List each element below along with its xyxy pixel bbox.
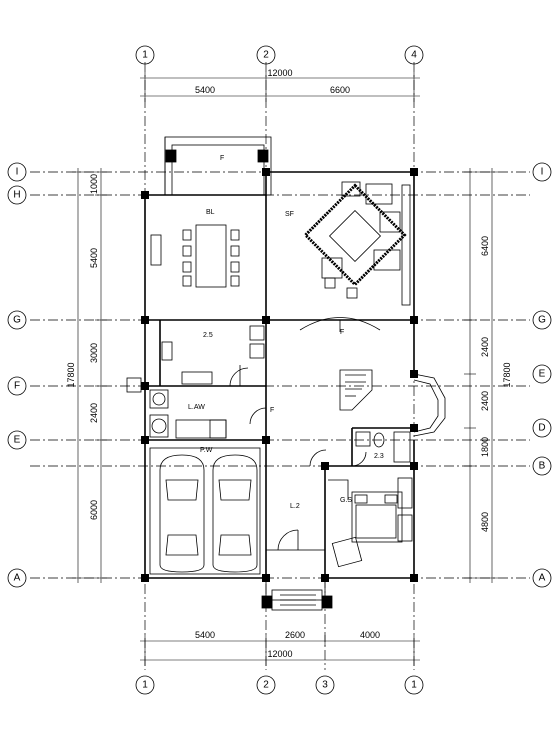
dimension-texts: 12000 5400 6600 5400 2600 4000 12000 100… <box>66 68 512 659</box>
axis-bottom-1: 1 <box>142 680 148 691</box>
bedroom-furniture <box>328 477 413 568</box>
room-dining: BL <box>206 209 215 216</box>
axis-left-e: E <box>14 435 21 446</box>
grid-lines <box>30 62 530 670</box>
room-laundry: L.AW <box>188 404 205 411</box>
axis-top-4: 4 <box>411 50 417 61</box>
laundry-fixtures <box>126 377 227 439</box>
axis-left-h: H <box>13 190 20 201</box>
dim-left-seg-1: 1000 <box>89 174 99 194</box>
room-labels: F BL SF 2.5 L.AW P.W F F 2.3 L.2 G.S <box>188 155 384 510</box>
room-kitchen: 2.5 <box>203 332 213 339</box>
axis-right-b: B <box>539 461 546 472</box>
bay-window <box>413 373 446 437</box>
axis-left-g: G <box>13 315 21 326</box>
top-balcony <box>164 136 272 196</box>
doors <box>229 367 367 467</box>
dim-right-seg-5: 4800 <box>480 512 490 532</box>
axis-left-f: F <box>14 381 20 392</box>
dim-top-seg-2: 6600 <box>330 85 350 95</box>
room-living: SF <box>285 211 294 218</box>
axis-label-texts: 1 2 4 1 2 3 1 I H G F E A I G E D B A <box>13 50 546 691</box>
exterior-walls <box>144 171 415 579</box>
dim-bottom-seg-1: 5400 <box>195 630 215 640</box>
dining-table <box>150 224 240 288</box>
dim-bottom-total: 12000 <box>267 649 292 659</box>
garage-cars <box>149 447 261 575</box>
room-entry: L.2 <box>290 503 300 510</box>
structural-columns <box>141 168 418 582</box>
room-hall-left: F <box>270 407 274 414</box>
dim-bottom-seg-2: 2600 <box>285 630 305 640</box>
dim-bottom-seg-3: 4000 <box>360 630 380 640</box>
dim-right-total: 17800 <box>502 362 512 387</box>
dim-left-seg-5: 6000 <box>89 500 99 520</box>
dim-left-total: 17800 <box>66 362 76 387</box>
room-bath: 2.3 <box>374 453 384 460</box>
axis-top-2: 2 <box>263 50 269 61</box>
dim-left-seg-3: 3000 <box>89 343 99 363</box>
dim-right-seg-1: 6400 <box>480 236 490 256</box>
axis-right-i: I <box>541 167 544 178</box>
axis-bottom-3: 3 <box>322 680 328 691</box>
dim-left-seg-2: 5400 <box>89 248 99 268</box>
axis-top-1: 1 <box>142 50 148 61</box>
axis-bubbles-left <box>7 162 27 588</box>
dim-right-seg-3: 2400 <box>480 391 490 411</box>
axis-right-d: D <box>538 423 545 434</box>
axis-bubbles-right <box>532 162 552 588</box>
axis-bubbles-bottom <box>135 675 424 695</box>
bath-fixtures <box>355 431 411 463</box>
entry-porch <box>261 529 333 611</box>
axis-left-a: A <box>14 573 21 584</box>
axis-right-e: E <box>539 369 546 380</box>
dim-top-seg-1: 5400 <box>195 85 215 95</box>
room-bedroom: G.S <box>340 497 352 504</box>
dimension-lines <box>72 72 498 666</box>
dim-left-seg-4: 2400 <box>89 403 99 423</box>
axis-right-g: G <box>538 315 546 326</box>
axis-bubbles-top <box>135 45 424 65</box>
axis-bottom-1b: 1 <box>411 680 417 691</box>
room-garage: P.W <box>200 447 213 454</box>
kitchen-fixtures <box>161 325 265 386</box>
dim-top-total: 12000 <box>267 68 292 78</box>
room-foyer: F <box>340 329 344 336</box>
axis-bottom-2: 2 <box>263 680 269 691</box>
room-balcony-top: F <box>220 155 224 162</box>
dim-right-seg-2: 2400 <box>480 337 490 357</box>
living-furniture <box>303 181 411 306</box>
axis-right-a: A <box>539 573 546 584</box>
dim-right-seg-4: 1800 <box>480 437 490 457</box>
axis-left-i: I <box>16 167 19 178</box>
staircase <box>299 317 381 411</box>
